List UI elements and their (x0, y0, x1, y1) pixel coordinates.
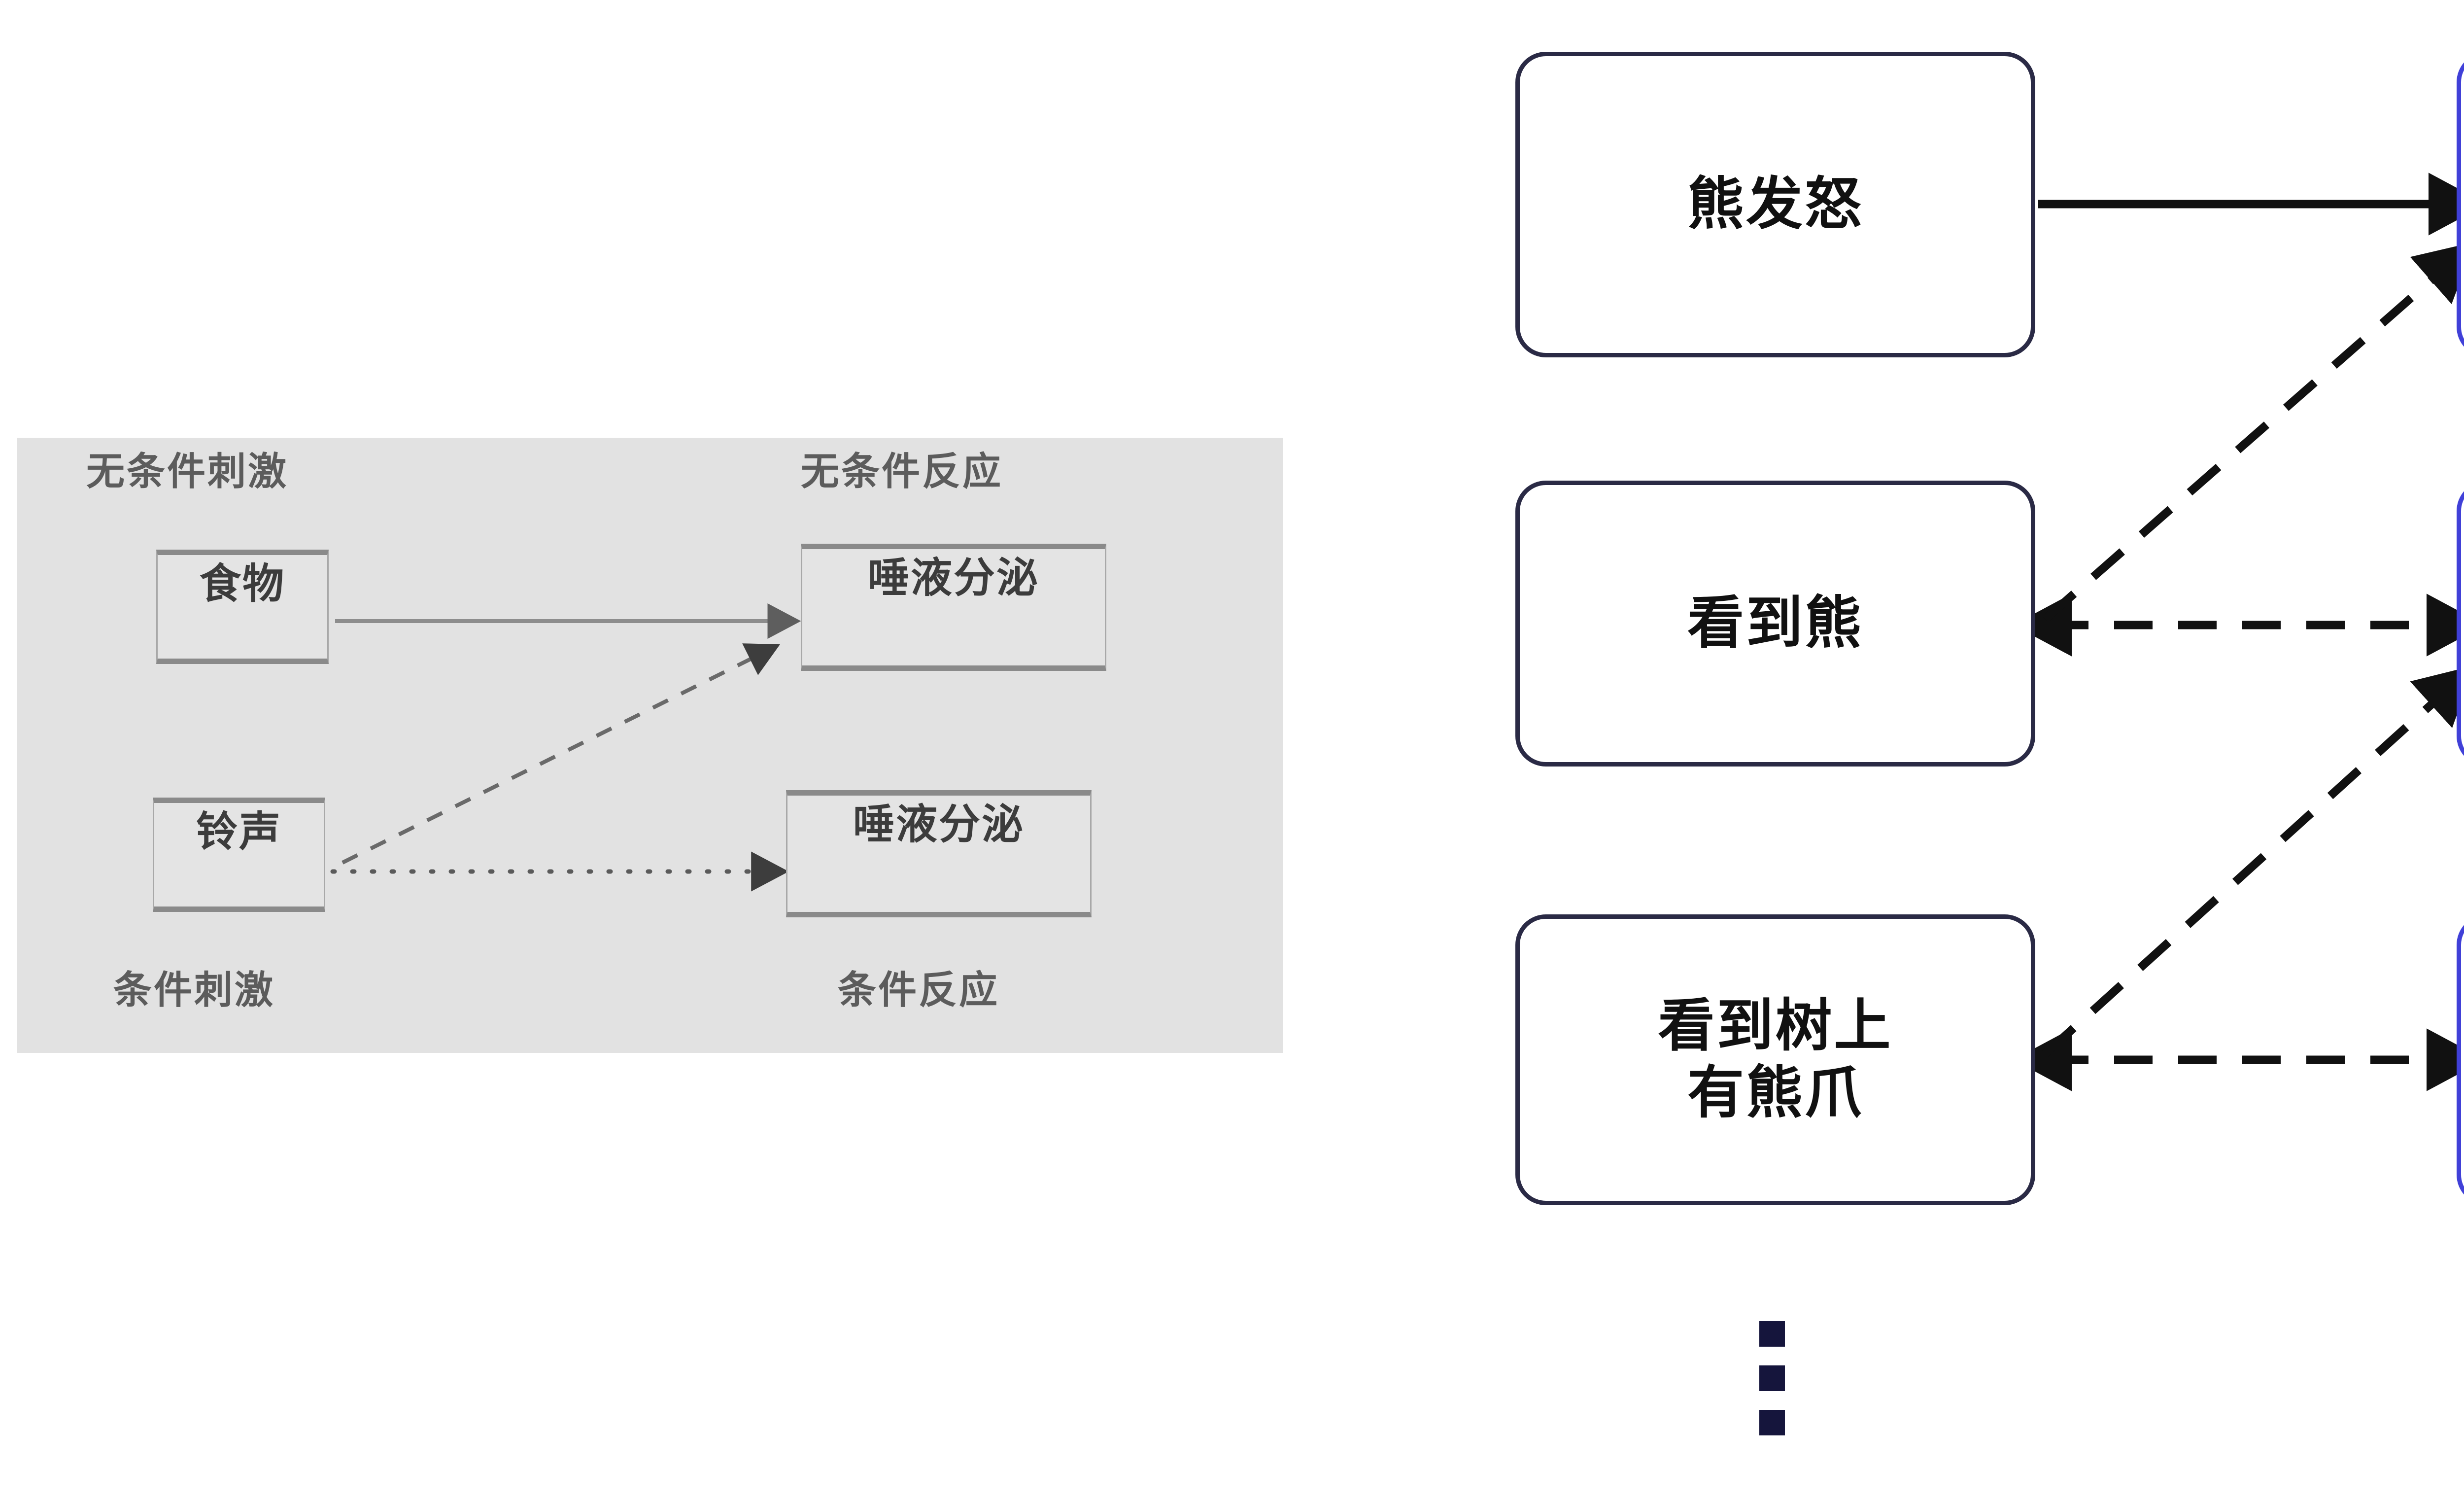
ellipsis-square (1759, 1321, 1785, 1347)
ellipsis-square (1759, 1365, 1785, 1391)
box-bear-anger: 熊发怒 (1515, 52, 2035, 357)
box-see-bear-claw: 看到树上 有熊爪 (1515, 914, 2035, 1205)
pavlov-box-salivation-conditioned-label: 唾液分泌 (853, 800, 1025, 848)
pavlov-box-bell-label: 铃声 (196, 807, 282, 856)
ellipsis-left-column (1759, 1321, 1785, 1435)
label-conditioned-response: 条件反应 (838, 968, 1000, 1012)
pavlov-box-salivation-conditioned: 唾液分泌 (786, 790, 1092, 917)
pavlov-edges (330, 603, 801, 892)
box-see-bear-label: 看到熊 (1687, 590, 1863, 657)
box-value-next-state: V(s′) (2457, 481, 2464, 767)
box-see-bear: 看到熊 (1515, 481, 2035, 767)
box-see-bear-claw-label: 看到树上 有熊爪 (1658, 993, 1893, 1126)
pavlov-box-salivation-unconditioned-label: 唾液分泌 (867, 554, 1039, 602)
pavlov-box-food-label: 食物 (199, 559, 285, 608)
box-reward: 奖励 (2457, 52, 2464, 357)
classical-conditioning-panel: 无条件刺激 无条件反应 条件刺激 条件反应 (17, 438, 1283, 1053)
pavlov-box-food: 食物 (156, 550, 329, 664)
pavlov-box-salivation-unconditioned: 唾液分泌 (801, 544, 1106, 671)
label-unconditioned-stimulus: 无条件刺激 (86, 450, 289, 494)
ellipsis-square (1759, 1410, 1785, 1435)
box-bear-anger-label: 熊发怒 (1687, 171, 1863, 238)
pavlov-box-bell: 铃声 (153, 798, 325, 912)
label-unconditioned-response: 无条件反应 (801, 450, 1003, 494)
label-conditioned-stimulus: 条件刺激 (113, 968, 275, 1012)
box-value-state: V(s) (2457, 914, 2464, 1205)
